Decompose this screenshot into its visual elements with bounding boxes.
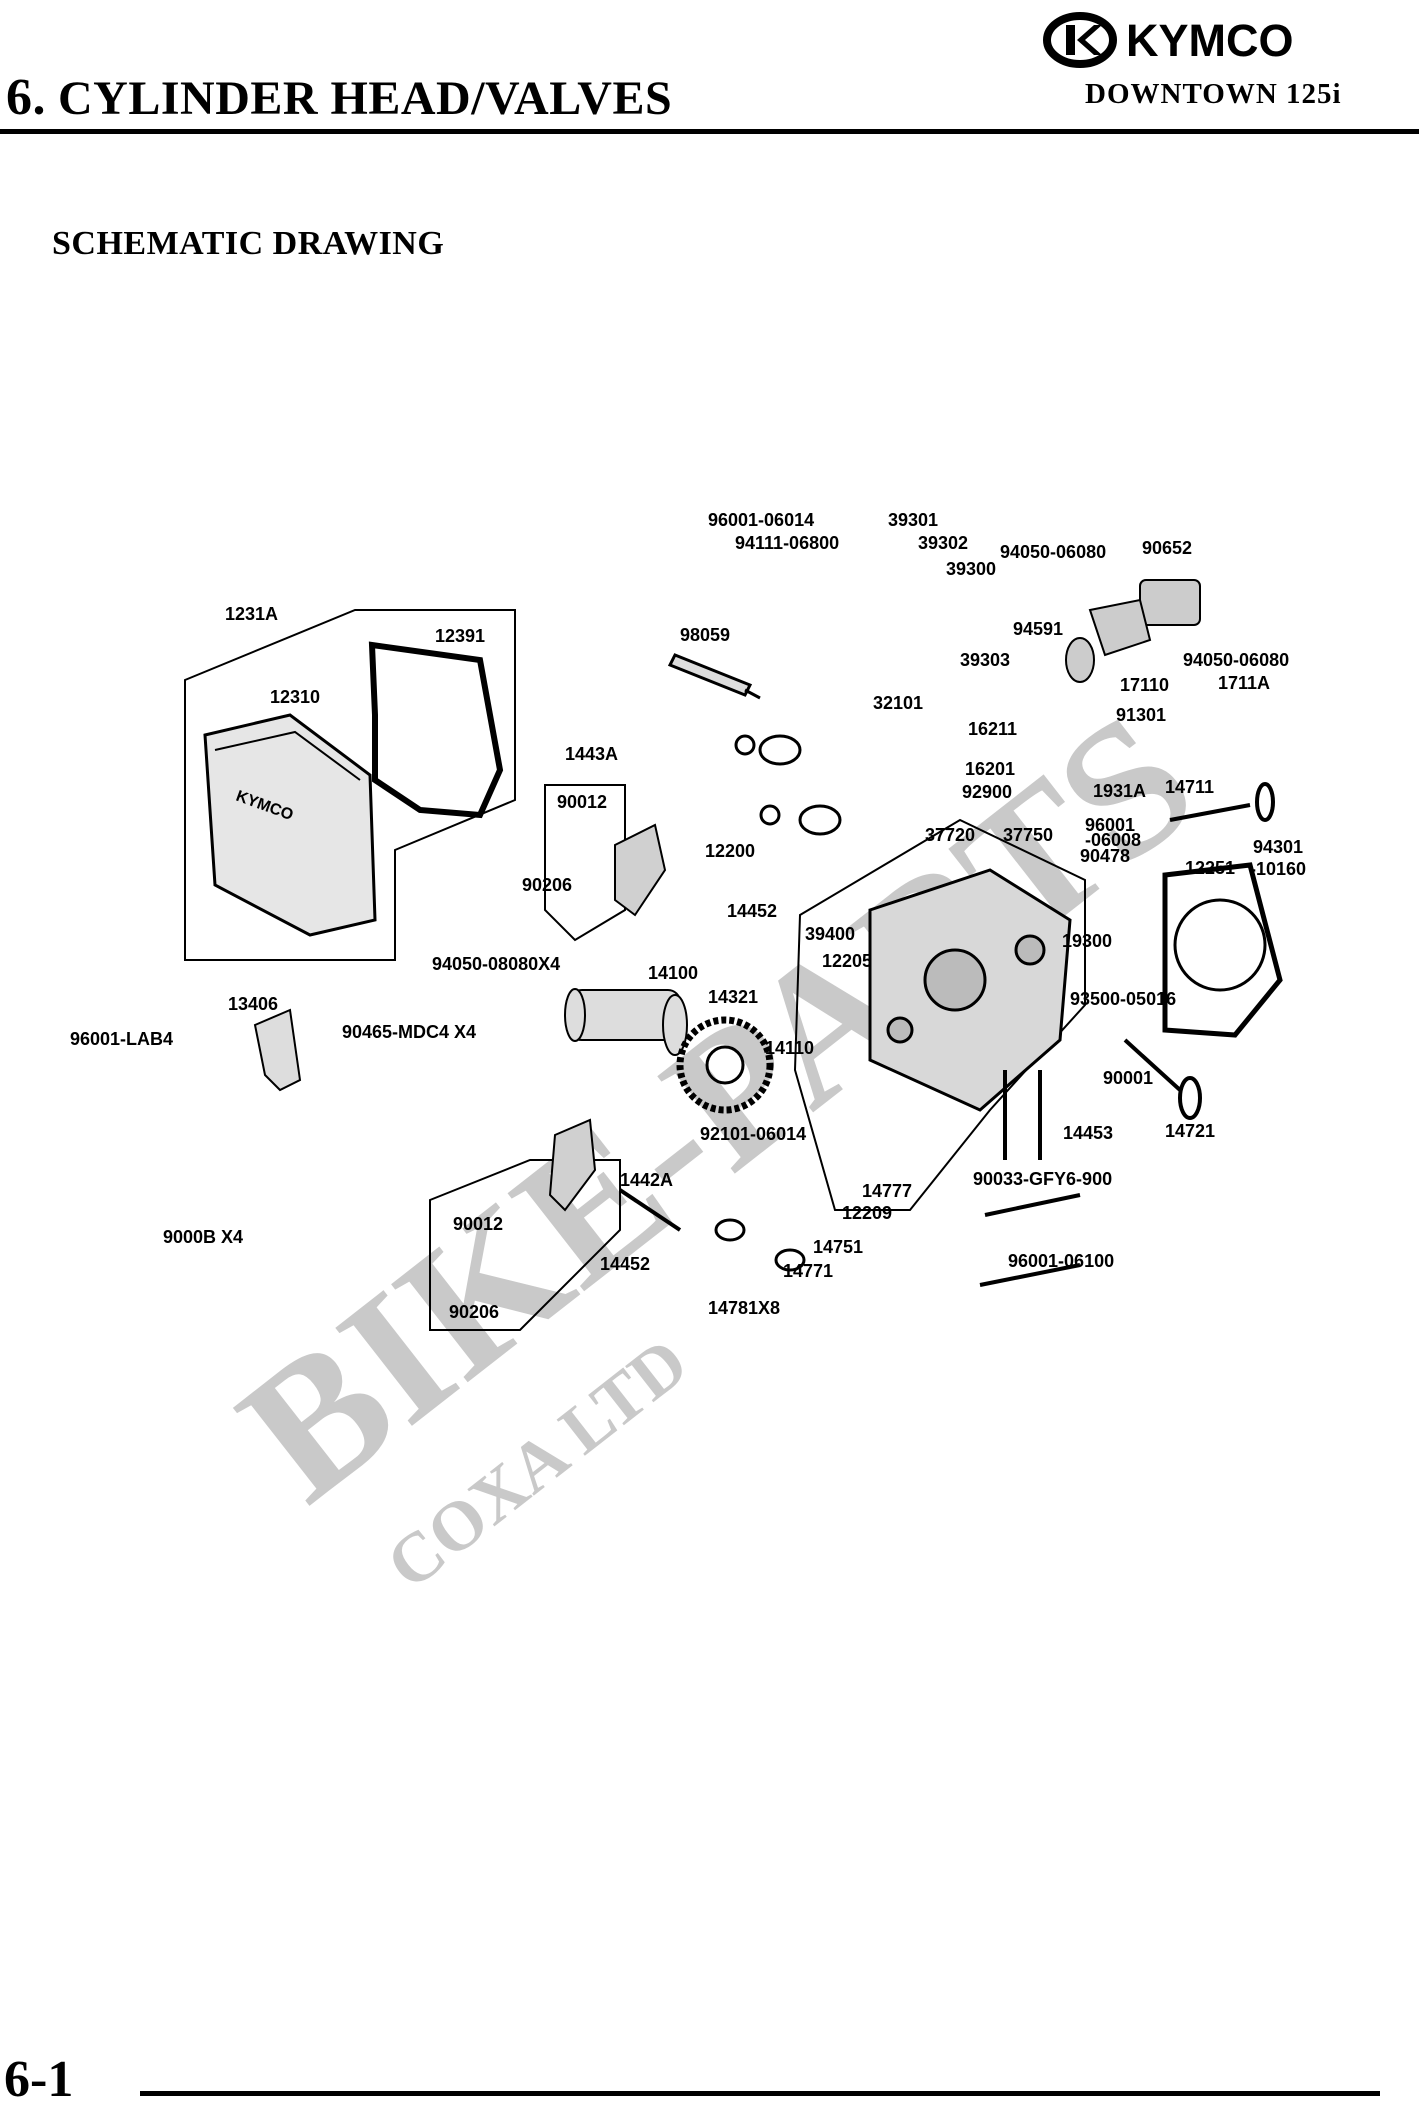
- cylinder-head: [868, 868, 1072, 1112]
- spark-plug: [667, 653, 761, 700]
- part-label: 14777: [862, 1181, 912, 1201]
- group-frames: [184, 609, 1086, 1331]
- part-label: 16201: [965, 759, 1015, 779]
- part-label: 19300: [1062, 931, 1112, 951]
- part-label: 90206: [449, 1302, 499, 1322]
- cover-gasket: [368, 641, 504, 819]
- rocker-arms: [548, 823, 667, 1212]
- part-label: 90478: [1080, 846, 1130, 866]
- part-label: -06008: [1085, 830, 1141, 850]
- part-label: 39302: [918, 533, 968, 553]
- chapter-title: 6.CYLINDER HEAD/VALVES: [6, 68, 672, 127]
- model-name: DOWNTOWN 125i: [1085, 78, 1342, 110]
- part-label: 98059: [680, 625, 730, 645]
- part-label: 1442A: [620, 1170, 673, 1190]
- part-label: 92101-06014: [700, 1124, 806, 1144]
- part-label: -10160: [1250, 859, 1306, 879]
- part-label: 90465-MDC4 X4: [342, 1022, 476, 1042]
- part-label: 1443A: [565, 744, 618, 764]
- part-label: 94111-06800: [735, 533, 839, 553]
- part-label: 94050-08080X4: [432, 954, 560, 974]
- part-label: 12200: [705, 841, 755, 861]
- part-label: 92900: [962, 782, 1012, 802]
- part-label: 12209: [842, 1203, 892, 1223]
- exploded-parts-diagram: BIKE-PARTS COXA LTD KYMCO: [70, 510, 1306, 1604]
- part-label: 37720: [925, 825, 975, 845]
- part-label: 14711: [1165, 777, 1214, 797]
- tensioner-bracket: [253, 1008, 302, 1092]
- part-label: 39400: [805, 924, 855, 944]
- part-label: 14321: [708, 987, 758, 1007]
- valve-cover: KYMCO: [203, 713, 377, 937]
- cam-sprocket: [676, 1016, 774, 1114]
- part-label: 14721: [1165, 1121, 1215, 1141]
- part-label: 90012: [557, 792, 607, 812]
- footer-rule: [140, 2091, 1380, 2096]
- part-label: 1931A: [1093, 781, 1146, 801]
- part-label: 94591: [1013, 619, 1063, 639]
- part-label: 96001-06014: [708, 510, 814, 530]
- part-label: 12251: [1185, 858, 1235, 878]
- section-title: SCHEMATIC DRAWING: [52, 225, 445, 262]
- part-label: 1711A: [1218, 673, 1270, 693]
- throttle-body: [1065, 579, 1201, 683]
- part-label: 90652: [1142, 538, 1192, 558]
- part-label: 14110: [765, 1038, 814, 1058]
- part-label: 14100: [648, 963, 698, 983]
- head-frame: [793, 818, 1086, 1211]
- part-label: 93500-05016: [1070, 989, 1176, 1009]
- part-label: 94050-06080: [1000, 542, 1106, 562]
- part-label: 12391: [435, 626, 485, 646]
- part-label: 90206: [522, 875, 572, 895]
- part-label: 9000B X4: [163, 1227, 243, 1247]
- chapter-title-text: CYLINDER HEAD/VALVES: [58, 72, 673, 125]
- part-label: 96001: [1085, 815, 1135, 835]
- part-label: 39300: [946, 559, 996, 579]
- part-label: 94050-06080: [1183, 650, 1289, 670]
- part-label: 14751: [813, 1237, 863, 1257]
- part-label: 14452: [600, 1254, 650, 1274]
- part-labels: 96001-06014 39301 94111-06800 39302 3930…: [70, 510, 1306, 1322]
- rocker-frame-upper: [544, 784, 626, 942]
- part-label: 14453: [1063, 1123, 1113, 1143]
- cover-frame: [184, 609, 516, 961]
- kymco-logo: KYMCO: [1042, 8, 1382, 75]
- part-label: 96001-LAB4: [70, 1029, 173, 1049]
- part-label: 91301: [1116, 705, 1166, 725]
- bolts: [618, 1070, 1081, 1287]
- brand-name: KYMCO: [1126, 15, 1294, 66]
- chapter-number: 6.: [6, 69, 46, 126]
- part-label: 90012: [453, 1214, 503, 1234]
- camshaft: [564, 988, 688, 1056]
- valves: [1123, 782, 1275, 1120]
- header-rule: [0, 129, 1419, 134]
- part-label: 12205: [822, 951, 872, 971]
- part-label: 14781X8: [708, 1298, 780, 1318]
- part-label: 14771: [783, 1261, 833, 1281]
- part-label: 90001: [1103, 1068, 1153, 1088]
- part-label: 13406: [228, 994, 278, 1014]
- part-label: 1231A: [225, 604, 278, 624]
- part-label: 16211: [968, 719, 1017, 739]
- part-label: 94301: [1253, 837, 1303, 857]
- head-gasket: [1162, 862, 1283, 1038]
- part-label: 32101: [873, 693, 923, 713]
- rocker-frame-lower: [429, 1159, 621, 1331]
- page-number: 6-1: [4, 2051, 74, 2108]
- part-label: 17110: [1120, 675, 1169, 695]
- part-label: 96001-06100: [1008, 1251, 1114, 1271]
- part-label: 37750: [1003, 825, 1053, 845]
- part-label: 12310: [270, 687, 320, 707]
- springs-and-washers: [714, 734, 842, 1272]
- part-label: 90033-GFY6-900: [973, 1169, 1112, 1189]
- part-label: 14452: [727, 901, 777, 921]
- part-label: 39303: [960, 650, 1010, 670]
- part-label: 39301: [888, 510, 938, 530]
